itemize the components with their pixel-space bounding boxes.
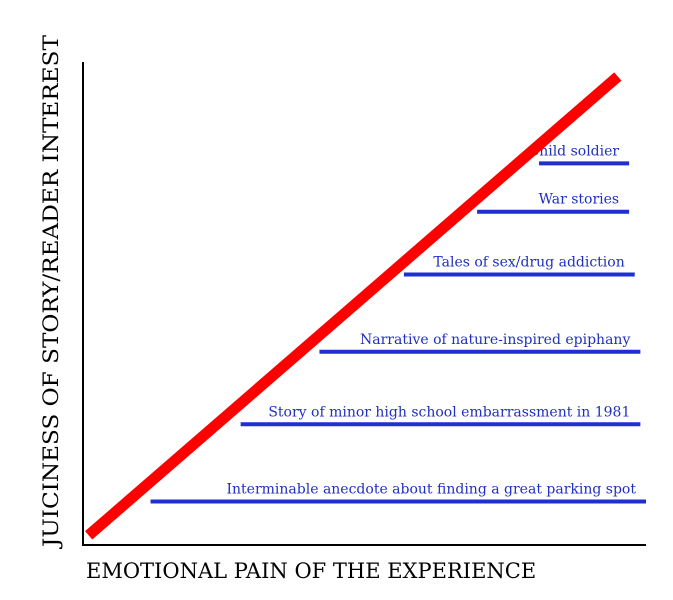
- level-label-1: Interminable anecdote about finding a gr…: [227, 482, 637, 498]
- x-axis-title: EMOTIONAL PAIN OF THE EXPERIENCE: [86, 559, 536, 583]
- level-label-6: Child soldier: [529, 143, 620, 159]
- level-bars: Interminable anecdote about finding a gr…: [150, 143, 646, 504]
- trend-line: [85, 72, 622, 540]
- level-label-3: Narrative of nature-inspired epiphany: [360, 332, 630, 348]
- y-axis-title: JUICINESS OF STORY/READER INTEREST: [39, 35, 63, 549]
- level-label-5: War stories: [539, 192, 620, 208]
- level-label-4: Tales of sex/drug addiction: [433, 255, 624, 271]
- level-label-2: Story of minor high school embarrassment…: [268, 404, 630, 420]
